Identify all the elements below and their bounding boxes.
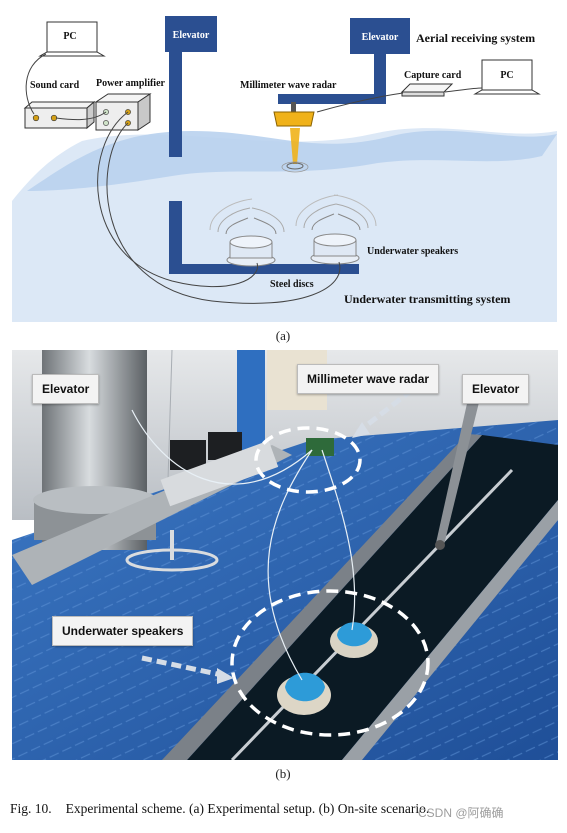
mmwave-radar-shape [273,111,315,127]
callout-elevator-left: Elevator [32,374,100,404]
label-elevator-right: Elevator [362,32,399,43]
sound-card-shape [23,100,96,130]
label-elevator-left: Elevator [173,30,210,41]
capture-card-shape [400,83,454,97]
label-underwater-system: Underwater transmitting system [344,292,510,306]
pc-left-shape [38,21,106,57]
label-aerial-system: Aerial receiving system [416,31,535,45]
elevator-right-mast [350,18,410,54]
speaker-right-shape [295,194,377,265]
elevator-left-mast [165,16,217,52]
caption-text: Experimental scheme. (a) Experimental se… [65,801,430,816]
label-power-amplifier: Power amplifier [96,78,166,89]
label-capture-card: Capture card [404,70,462,81]
subfigure-label-a: (a) [275,328,291,343]
speaker-photo-far [330,622,378,658]
label-pc-left: PC [63,31,76,42]
power-amplifier-shape [94,93,152,131]
label-pc-right: PC [500,70,513,81]
figure-caption: Fig. 10. Experimental scheme. (a) Experim… [10,801,560,817]
speakers-highlight-ellipse [230,589,430,737]
label-steel-discs: Steel discs [270,279,314,290]
schematic-diagram: PC Sound card Power amplifier Elevator E… [12,6,557,322]
watermark: CSDN @阿确确 [418,806,504,820]
callout-elevator-right: Elevator [462,374,530,404]
label-underwater-speakers: Underwater speakers [367,246,458,257]
elevator-right-pole [436,390,482,545]
onsite-photo: Elevator Millimeter wave radar Elevator … [12,350,558,760]
callout-underwater-speakers: Underwater speakers [52,616,194,646]
label-sound-card: Sound card [30,80,80,91]
water-surface-band [27,130,557,191]
figure-number: Fig. 10. [10,801,52,816]
speaker-photo-near [277,672,331,715]
subfigure-label-b: (b) [275,766,291,781]
pc-right-shape [473,59,541,95]
radar-highlight-ellipse [254,426,362,494]
callout-mmwave-radar: Millimeter wave radar [297,364,440,394]
label-mmwave-radar: Millimeter wave radar [240,80,337,91]
speaker-left-shape [209,198,285,267]
